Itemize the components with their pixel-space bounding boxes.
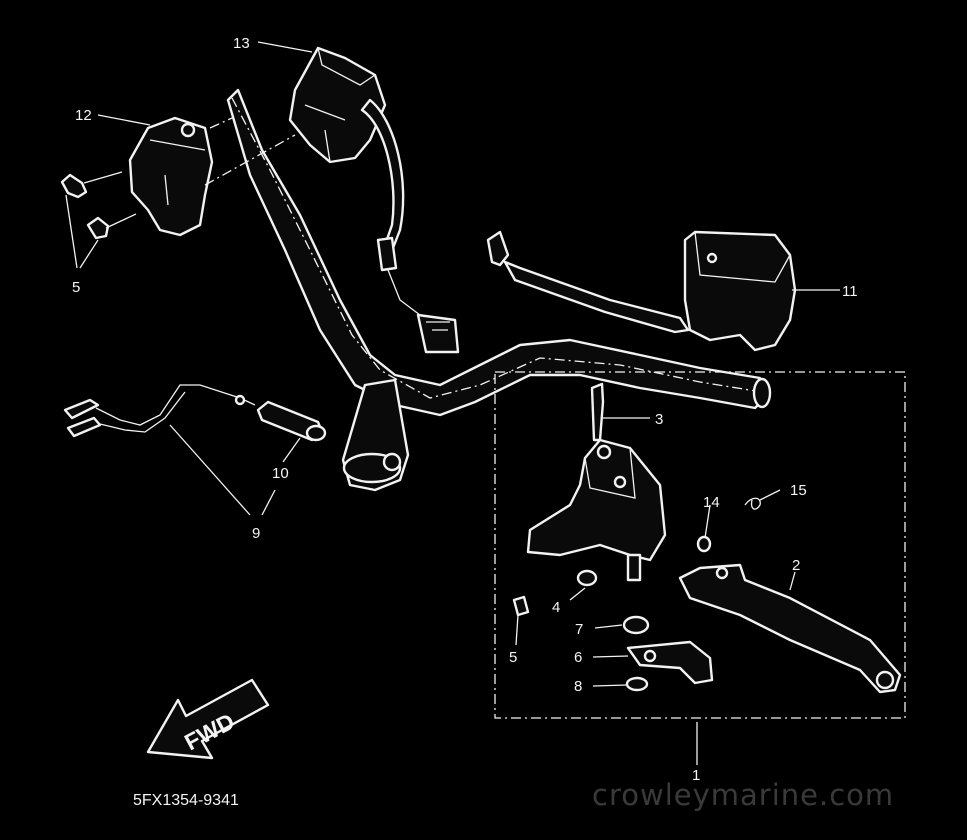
- part-9-lead-wire: [63, 384, 256, 438]
- part-10-sensor: [256, 400, 327, 442]
- part-13-throttle-case: [288, 46, 405, 250]
- part-11-right-switch: [486, 230, 797, 352]
- wire-harness: [376, 236, 460, 354]
- callout-15: 15: [790, 482, 807, 499]
- callout-13: 13: [233, 35, 250, 52]
- lever-assembly-box: [494, 371, 906, 719]
- callout-5-left: 5: [72, 279, 80, 296]
- callout-12: 12: [75, 107, 92, 124]
- callout-14: 14: [703, 494, 720, 511]
- watermark: crowleymarine.com: [592, 778, 894, 812]
- callout-2: 2: [792, 557, 800, 574]
- callout-10: 10: [272, 465, 289, 482]
- callout-9: 9: [252, 525, 260, 542]
- callout-4: 4: [552, 599, 560, 616]
- callout-11: 11: [842, 283, 858, 300]
- callout-1: 1: [692, 767, 700, 784]
- fwd-arrow: [146, 678, 270, 760]
- part-12-switch-housing: [128, 116, 296, 237]
- part-5-screws-left: [60, 171, 137, 269]
- callout-3: 3: [655, 411, 663, 428]
- leader-lines: [97, 41, 840, 765]
- callout-6: 6: [574, 649, 582, 666]
- callout-7: 7: [575, 621, 583, 638]
- callout-8: 8: [574, 678, 582, 695]
- diagram-code: 5FX1354-9341: [133, 792, 239, 809]
- steering-post: [341, 378, 410, 492]
- callout-5-right: 5: [509, 649, 517, 666]
